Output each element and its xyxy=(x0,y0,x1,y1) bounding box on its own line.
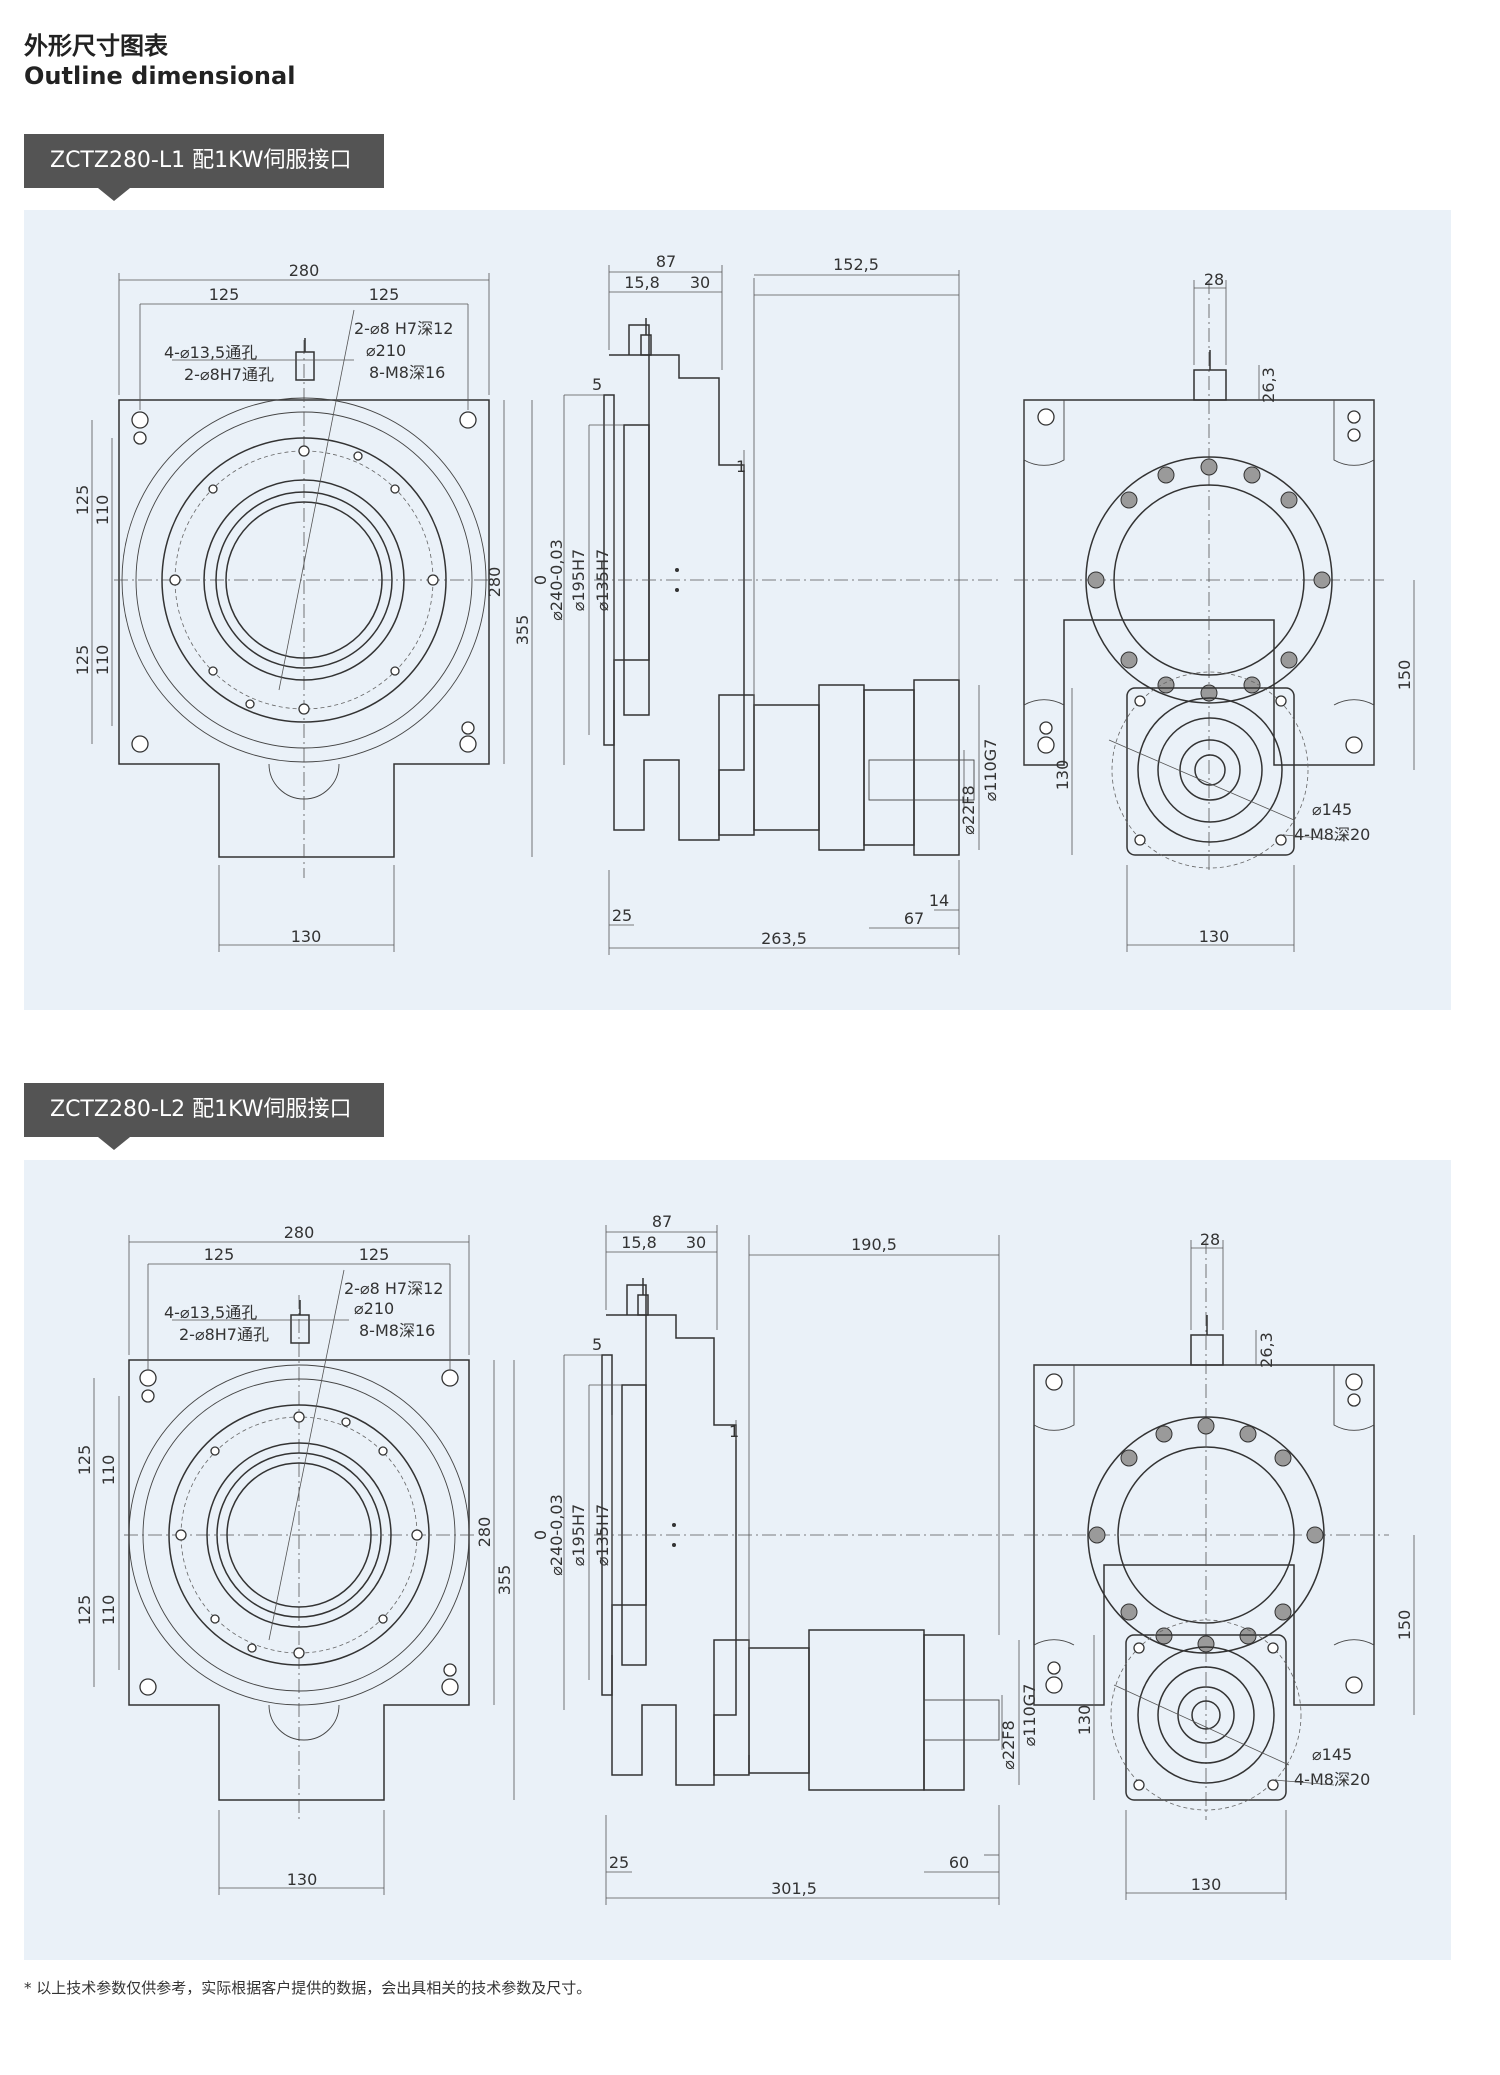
dim-side-135: ⌀135H7 xyxy=(593,549,612,611)
dim-side-240: ⌀240-0,03 xyxy=(547,539,566,621)
note-rear-m8: 4-M8深20 xyxy=(1294,825,1370,844)
page-title-cn: 外形尺寸图表 xyxy=(24,32,168,60)
dim-side-total: 263,5 xyxy=(761,929,807,948)
dim-front-110b: 110 xyxy=(99,1595,118,1626)
dim-side-14: 14 xyxy=(929,891,949,910)
dim-side-110g7: ⌀110G7 xyxy=(1020,1684,1039,1747)
rear-view: 28 26,3 150 130 ⌀145 4-M8深20 130 xyxy=(1014,270,1415,952)
dim-side-195: ⌀195H7 xyxy=(569,549,588,611)
dim-front-110a: 110 xyxy=(93,495,112,526)
dim-front-110a: 110 xyxy=(99,1455,118,1486)
footnote: * 以上技术参数仅供参考，实际根据客户提供的数据，会出具相关的技术参数及尺寸。 xyxy=(24,1979,592,1997)
dim-side-1: 1 xyxy=(736,457,746,476)
dim-motor-length: 190,5 xyxy=(851,1235,897,1254)
side-view: 87 15,8 30 5 1 0 ⌀240-0,03 ⌀195H7 ⌀135H7… xyxy=(531,1212,1039,1905)
section-tab-l1: ZCTZ280-L1 配1KW伺服接口 xyxy=(24,134,384,201)
dim-front-130: 130 xyxy=(291,927,322,946)
side-view: 87 15,8 30 5 1 0 ⌀240-0,03 ⌀195H7 ⌀135H7… xyxy=(531,252,1000,955)
note-through-hole: 4-⌀13,5通孔 xyxy=(164,343,257,362)
note-rear-m8: 4-M8深20 xyxy=(1294,1770,1370,1789)
dim-side-5: 5 xyxy=(592,1335,602,1354)
rear-view: 28 26,3 150 130 ⌀145 4-M8深20 130 xyxy=(1024,1230,1415,1900)
dim-side-15-8: 15,8 xyxy=(624,273,660,292)
dim-side-25: 25 xyxy=(609,1853,629,1872)
dim-front-355: 355 xyxy=(495,1565,514,1596)
note-pin-depth: 2-⌀8 H7深12 xyxy=(354,319,453,338)
dim-front-125b: 125 xyxy=(75,1595,94,1626)
dim-rear-26-3: 26,3 xyxy=(1259,367,1278,403)
dim-front-125b: 125 xyxy=(73,645,92,676)
dim-side-87: 87 xyxy=(656,252,676,271)
dim-front-110b: 110 xyxy=(93,645,112,676)
dim-side-67: 67 xyxy=(904,909,924,928)
dim-front-280: 280 xyxy=(289,261,320,280)
dim-rear-150: 150 xyxy=(1395,1610,1414,1641)
dim-side-87: 87 xyxy=(652,1212,672,1231)
dim-side-zero: 0 xyxy=(531,575,550,585)
dim-front-280: 280 xyxy=(284,1223,315,1242)
dim-side-total: 301,5 xyxy=(771,1879,817,1898)
dim-front-125-right: 125 xyxy=(359,1245,390,1264)
dim-rear-28: 28 xyxy=(1204,270,1224,289)
dim-rear-26-3: 26,3 xyxy=(1257,1332,1276,1368)
drawing-panel-l1: 280 125 125 2-⌀8 H7深12 ⌀210 8-M8深16 4-⌀1… xyxy=(24,210,1451,1010)
note-pcd: ⌀210 xyxy=(366,341,406,360)
page-title-en: Outline dimensional xyxy=(24,62,296,90)
dim-front-125-right: 125 xyxy=(369,285,400,304)
note-pin-hole: 2-⌀8H7通孔 xyxy=(179,1325,269,1344)
dim-side-110g7: ⌀110G7 xyxy=(981,739,1000,802)
dim-side-22f8: ⌀22F8 xyxy=(999,1720,1018,1769)
note-pcd: ⌀210 xyxy=(354,1299,394,1318)
dim-side-zero: 0 xyxy=(531,1530,550,1540)
dim-front-125a: 125 xyxy=(73,485,92,516)
dim-front-125-left: 125 xyxy=(204,1245,235,1264)
dim-rear-130: 130 xyxy=(1199,927,1230,946)
dim-rear-130: 130 xyxy=(1191,1875,1222,1894)
dim-side-1: 1 xyxy=(729,1422,739,1441)
dim-front-125-left: 125 xyxy=(209,285,240,304)
dim-side-135: ⌀135H7 xyxy=(593,1504,612,1566)
dim-side-22f8: ⌀22F8 xyxy=(959,785,978,834)
section-tab-l2: ZCTZ280-L2 配1KW伺服接口 xyxy=(24,1083,384,1150)
dim-rear-150: 150 xyxy=(1395,660,1414,691)
dim-side-195: ⌀195H7 xyxy=(569,1504,588,1566)
drawing-svg-l2: 280 125 125 2-⌀8 H7深12 ⌀210 8-M8深16 4-⌀1… xyxy=(75,1212,1415,1905)
drawing-panel-l2: 280 125 125 2-⌀8 H7深12 ⌀210 8-M8深16 4-⌀1… xyxy=(24,1160,1451,1960)
drawing-svg-l1: 280 125 125 2-⌀8 H7深12 ⌀210 8-M8深16 4-⌀1… xyxy=(73,252,1415,955)
front-view: 280 125 125 2-⌀8 H7深12 ⌀210 8-M8深16 4-⌀1… xyxy=(75,1223,515,1895)
front-view: 280 125 125 2-⌀8 H7深12 ⌀210 8-M8深16 4-⌀1… xyxy=(73,261,533,952)
dim-side-5: 5 xyxy=(592,375,602,394)
dim-side-60: 60 xyxy=(949,1853,969,1872)
dim-front-280-vertical: 280 xyxy=(485,567,504,598)
dim-side-25: 25 xyxy=(612,906,632,925)
dim-side-30: 30 xyxy=(686,1233,706,1252)
dim-side-30: 30 xyxy=(690,273,710,292)
dim-motor-length: 152,5 xyxy=(833,255,879,274)
note-tap: 8-M8深16 xyxy=(359,1321,435,1340)
dim-front-355: 355 xyxy=(513,615,532,646)
note-through-hole: 4-⌀13,5通孔 xyxy=(164,1303,257,1322)
dim-front-130: 130 xyxy=(287,1870,318,1889)
dim-rear-130-vertical: 130 xyxy=(1075,1705,1094,1736)
note-pin-hole: 2-⌀8H7通孔 xyxy=(184,365,274,384)
dim-rear-130-vertical: 130 xyxy=(1053,760,1072,791)
note-pin-depth: 2-⌀8 H7深12 xyxy=(344,1279,443,1298)
note-rear-145: ⌀145 xyxy=(1312,800,1352,819)
dim-front-125a: 125 xyxy=(75,1445,94,1476)
dim-rear-28: 28 xyxy=(1200,1230,1220,1249)
note-tap: 8-M8深16 xyxy=(369,363,445,382)
dim-front-280-vertical: 280 xyxy=(475,1517,494,1548)
dim-side-240: ⌀240-0,03 xyxy=(547,1494,566,1576)
dim-side-15-8: 15,8 xyxy=(621,1233,657,1252)
note-rear-145: ⌀145 xyxy=(1312,1745,1352,1764)
